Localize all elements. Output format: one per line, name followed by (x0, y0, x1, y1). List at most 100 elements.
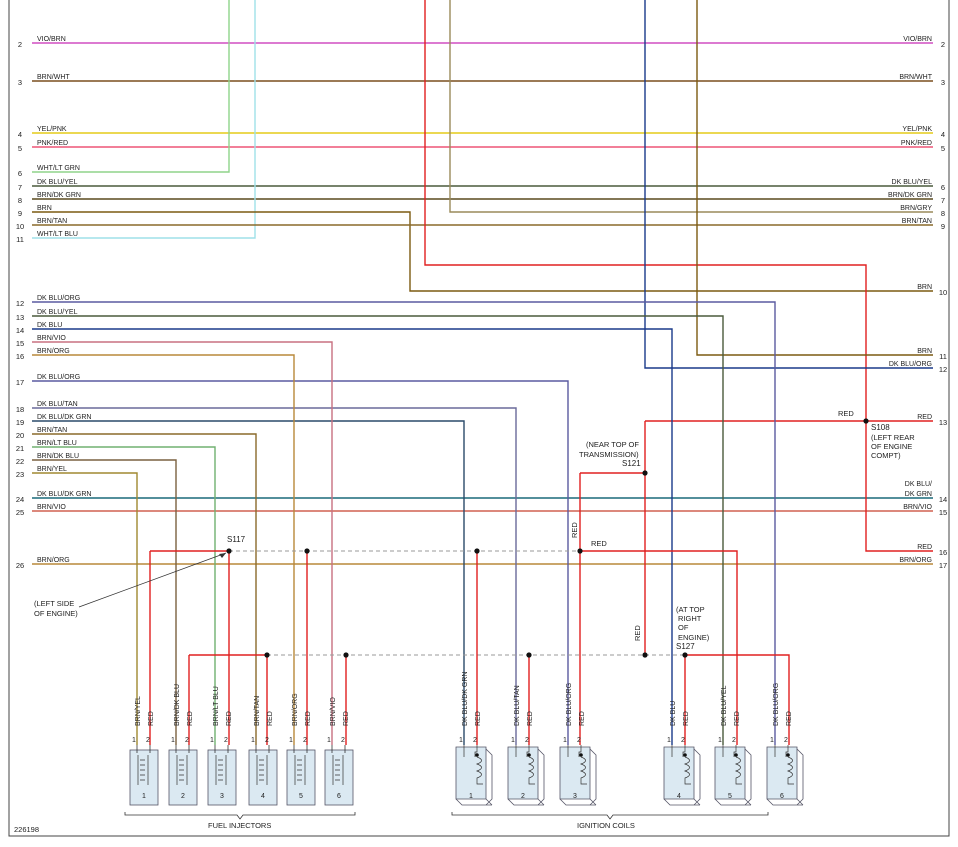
right-wire-label: BRN/TAN (902, 218, 932, 225)
coil-body (559, 746, 591, 800)
left-pin-number: 4 (18, 130, 22, 139)
coil-number: 4 (677, 793, 681, 800)
splice-dot-coil-red (642, 652, 648, 658)
left-wire-label: DK BLU (37, 322, 62, 329)
injector-wire-label: BRN/ORG (292, 693, 299, 726)
right-pin-number: 8 (941, 209, 945, 218)
coil-pin-1: 1 (459, 737, 463, 744)
left-pin-number: 12 (16, 299, 24, 308)
note-at-top-2: RIGHT (678, 614, 702, 623)
coil-body-edge (455, 748, 493, 806)
wire-inj5-signal (32, 354, 295, 745)
splice-dot-inj6 (343, 652, 349, 658)
right-wire-label: VIO/BRN (903, 36, 932, 43)
injector-pin-2: 2 (224, 737, 228, 744)
splice-s127-dot (682, 652, 688, 658)
injector-pin-1: 1 (171, 737, 175, 744)
injector-coil-symbol (215, 755, 227, 785)
coil-wire-label: DK BLU (670, 701, 677, 726)
wire-inj4-signal (32, 433, 257, 745)
coil-number: 1 (469, 793, 473, 800)
splice-s121-dot (642, 470, 648, 476)
left-wire-label: BRN/TAN (37, 427, 67, 434)
left-pin-number: 24 (16, 495, 24, 504)
left-pin-number: 5 (18, 144, 22, 153)
injector-number: 4 (261, 793, 265, 800)
right-pin-number: 17 (939, 561, 947, 570)
left-wire-label: DK BLU/ORG (37, 374, 80, 381)
right-wire-label: BRN/GRY (900, 205, 932, 212)
left-wire-label: DK BLU/DK GRN (37, 414, 91, 421)
right-wire-label: DK GRN (905, 491, 932, 498)
left-wire-label: BRN/ORG (37, 557, 70, 564)
injector-pin-2: 2 (265, 737, 269, 744)
left-wire-label: BRN/DK BLU (37, 453, 79, 460)
injector-pin-1: 1 (327, 737, 331, 744)
wire-coil3-signal (32, 380, 569, 745)
right-pin-number: 12 (939, 365, 947, 374)
wire-brn-gry (449, 0, 933, 213)
coil-terminal-dot (786, 753, 790, 757)
injector-number: 5 (299, 793, 303, 800)
injector-wire-label: BRN/DK BLU (174, 684, 181, 726)
injector-red-label: RED (226, 711, 233, 726)
coil-red-label: RED (786, 711, 793, 726)
note-left-rear-2: OF ENGINE (871, 442, 912, 451)
red-wire-label-vert-a: RED (570, 522, 579, 538)
injector-number: 2 (181, 793, 185, 800)
injector-wire-label: BRN/LT BLU (213, 686, 220, 726)
left-wire-label: DK BLU/YEL (37, 309, 78, 316)
splice-s117-dot (226, 548, 232, 554)
left-pin-number: 10 (16, 222, 24, 231)
injector-body (129, 749, 159, 806)
label-layer: 2VIO/BRN3BRN/WHT4YEL/PNK5PNK/RED6WHT/LT … (16, 36, 947, 744)
wire-wht-lt-grn (32, 0, 230, 173)
left-pin-number: 20 (16, 431, 24, 440)
ignition-coil-2: 2 (507, 745, 545, 806)
left-wire-label: BRN/ORG (37, 348, 70, 355)
diagram-frame (8, 0, 950, 837)
coil-winding (515, 745, 535, 785)
coil-pin-1: 1 (511, 737, 515, 744)
left-wire-label: BRN/LT BLU (37, 440, 77, 447)
injector-pin-1: 1 (132, 737, 136, 744)
injector-pin-1: 1 (251, 737, 255, 744)
coil-body (766, 746, 798, 800)
left-pin-number: 16 (16, 352, 24, 361)
leader-arrow (219, 553, 226, 558)
coil-pin-2: 2 (525, 737, 529, 744)
injector-coil-symbol (332, 755, 344, 785)
injector-red-label: RED (187, 711, 194, 726)
injector-body (324, 749, 354, 806)
splice-dot-coil1 (474, 548, 480, 554)
right-pin-number: 11 (939, 352, 947, 361)
left-pin-number: 15 (16, 339, 24, 348)
wire-dk-blu-12 (644, 0, 933, 369)
injector-terminals (331, 745, 346, 753)
wire-red-coil6-power (685, 654, 790, 745)
left-wire-label: VIO/BRN (37, 36, 66, 43)
wire-coil1-signal (32, 420, 465, 745)
note-left-rear-1: (LEFT REAR (871, 433, 915, 442)
injector-body (207, 749, 237, 806)
coil-winding (671, 745, 691, 785)
right-pin-number: 4 (941, 130, 945, 139)
injector-pin-1: 1 (289, 737, 293, 744)
note-left-rear-3: COMPT) (871, 451, 901, 460)
right-wire-label: DK BLU/ORG (889, 361, 932, 368)
left-pin-number: 18 (16, 405, 24, 414)
coil-number: 5 (728, 793, 732, 800)
coil-body-edge (766, 748, 804, 806)
injector-number: 1 (142, 793, 146, 800)
coil-pin-1: 1 (563, 737, 567, 744)
left-pin-number: 3 (18, 78, 22, 87)
injector-red-label: RED (343, 711, 350, 726)
splice-dot-coil3 (577, 548, 583, 554)
wire-coil5-signal (32, 315, 724, 745)
coil-body-edge (663, 748, 701, 806)
coil-pin-1: 1 (770, 737, 774, 744)
fuel-injector-5: 5 (286, 745, 316, 806)
group-label-fuel-injectors: FUEL INJECTORS (208, 821, 271, 830)
left-wire-label: DK BLU/DK GRN (37, 491, 91, 498)
coil-pin-1: 1 (718, 737, 722, 744)
